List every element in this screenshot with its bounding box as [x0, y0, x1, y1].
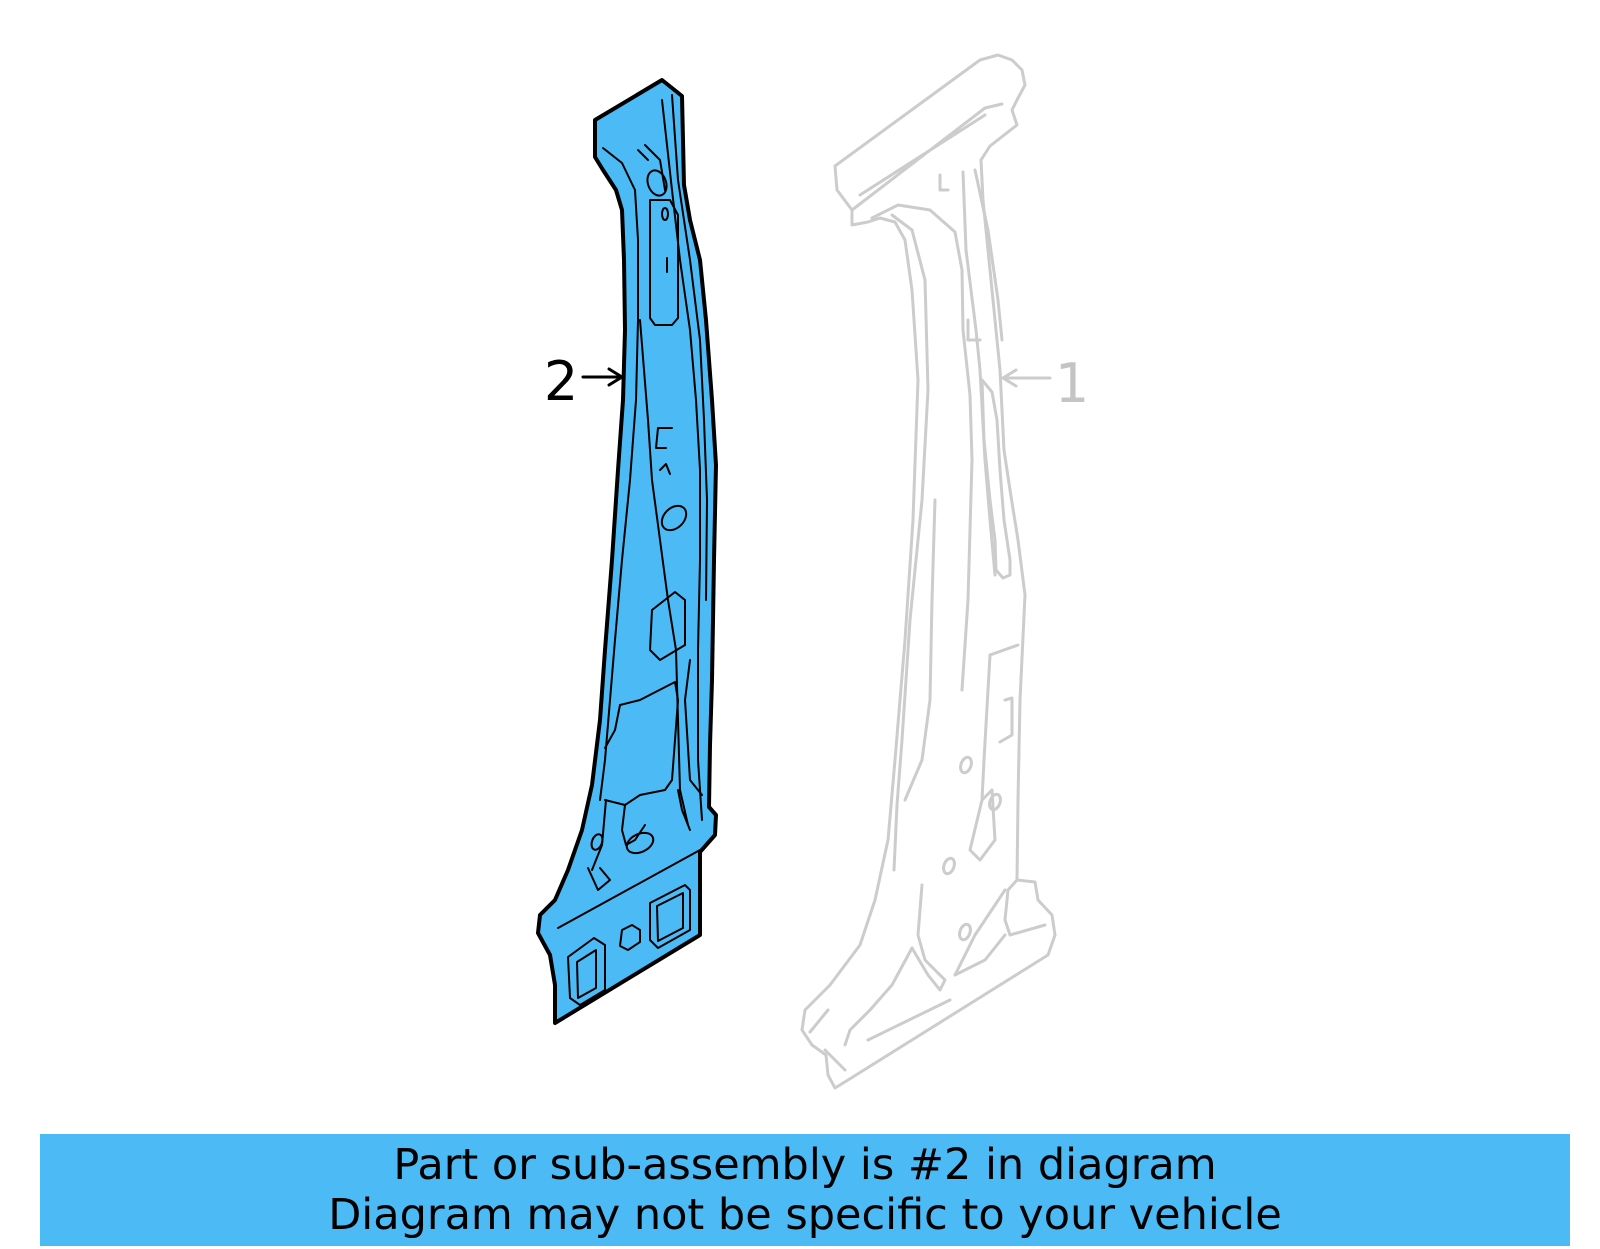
- callout-2-label: 2: [544, 350, 578, 413]
- part-2-arrow-icon: [581, 367, 624, 387]
- banner-line-part-number: Part or sub-assembly is #2 in diagram: [393, 1140, 1217, 1190]
- part-1-ghost: [800, 53, 1057, 1090]
- part-1-arrow-icon: [1001, 368, 1018, 388]
- part-2-highlight: [536, 78, 718, 1025]
- banner-line-disclaimer: Diagram may not be specific to your vehi…: [328, 1190, 1282, 1240]
- callout-1-label: 1: [1055, 352, 1089, 415]
- info-banner: Part or sub-assembly is #2 in diagram Di…: [40, 1134, 1570, 1246]
